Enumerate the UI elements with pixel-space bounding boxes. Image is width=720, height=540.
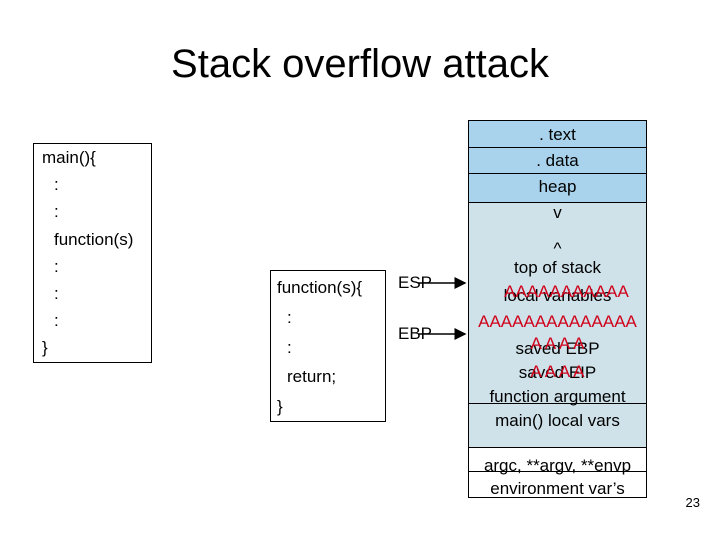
- local-variables-label: local variables: [503, 286, 612, 305]
- overflow-bytes: A A A A: [530, 334, 585, 353]
- saved-ebp-label: saved EBP: [515, 339, 600, 358]
- main-code-line: :: [54, 311, 59, 330]
- heap-label: heap: [538, 177, 577, 196]
- function-code-line: return;: [287, 367, 337, 386]
- saved-eip-label: saved EIP: [518, 363, 597, 382]
- data-segment-label: . data: [536, 151, 579, 170]
- function-code-line: function(s){: [277, 278, 363, 297]
- main-code-line: :: [54, 257, 59, 276]
- main-code-line: :: [54, 175, 59, 194]
- memory-layout: . text . data heap v ^ top of stack loca…: [468, 120, 647, 498]
- main-local-vars-label: main() local vars: [495, 411, 620, 430]
- function-code-line: :: [287, 338, 292, 357]
- environment-vars-label: environment var’s: [490, 479, 625, 498]
- stack-growth-arrow: ^: [553, 239, 562, 258]
- main-code-box: main(){ : : function(s) : : : }: [33, 143, 152, 363]
- ebp-label: EBP: [398, 324, 433, 343]
- slide-number: 23: [685, 495, 700, 510]
- function-code-box: function(s){ : : return; }: [270, 270, 386, 422]
- heap-growth-arrow: v: [553, 203, 562, 222]
- overflow-bytes: AAAAAAAAAAA: [504, 282, 629, 301]
- function-code-line: }: [277, 397, 283, 416]
- argc-argv-envp-label: argc, **argv, **envp: [483, 456, 632, 475]
- esp-label: ESP: [398, 273, 433, 292]
- text-segment-label: . text: [539, 125, 576, 144]
- function-code-line: :: [287, 308, 292, 327]
- overflow-bytes: AAAAAAAAAAAAAA: [478, 312, 637, 331]
- function-argument-label: function argument: [489, 387, 626, 406]
- main-code-line: :: [54, 202, 59, 221]
- overflow-bytes: A A A A: [530, 362, 585, 381]
- main-code-line: function(s): [54, 230, 134, 249]
- text-segment: [469, 121, 646, 202]
- slide-title: Stack overflow attack: [171, 42, 549, 86]
- main-code-line: main(){: [42, 148, 96, 167]
- main-code-line: :: [54, 284, 59, 303]
- top-of-stack-label: top of stack: [514, 258, 601, 277]
- main-code-line: }: [42, 338, 48, 357]
